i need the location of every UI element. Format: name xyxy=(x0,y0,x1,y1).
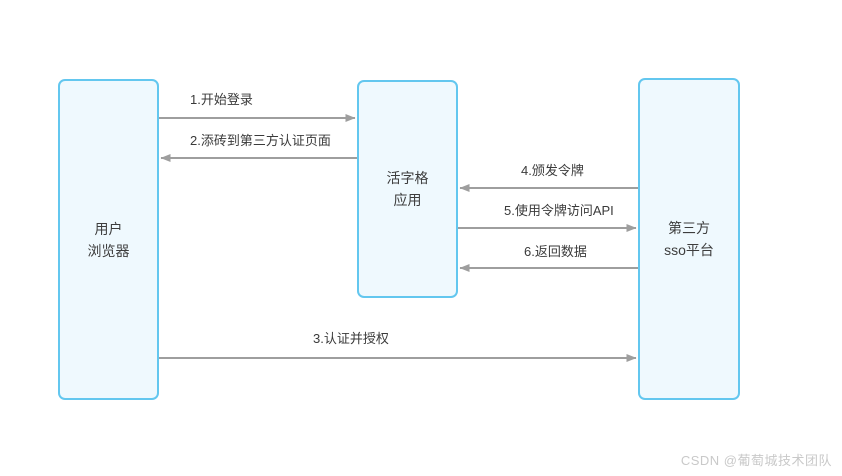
node-label-line: 第三方 xyxy=(667,220,710,236)
flow-label-5: 5.使用令牌访问API xyxy=(504,203,614,218)
flow-label-1: 1.开始登录 xyxy=(190,92,253,107)
node-label-line: 活字格 xyxy=(386,170,429,186)
node-user-browser: 用户 浏览器 xyxy=(58,79,159,400)
node-label-line: 应用 xyxy=(393,192,422,208)
node-app: 活字格 应用 xyxy=(357,80,458,298)
watermark: CSDN @葡萄城技术团队 xyxy=(680,453,832,468)
node-label-line: 用户 xyxy=(94,220,123,237)
node-sso-platform-label: 第三方 sso平台 xyxy=(664,217,714,261)
flow-label-3: 3.认证并授权 xyxy=(313,331,389,346)
node-sso-platform: 第三方 sso平台 xyxy=(638,78,740,400)
flow-label-2: 2.添砖到第三方认证页面 xyxy=(190,133,331,148)
node-label-line: sso平台 xyxy=(664,242,714,258)
node-user-browser-label: 用户 浏览器 xyxy=(88,218,130,262)
node-label-line: 浏览器 xyxy=(87,242,130,259)
flow-label-6: 6.返回数据 xyxy=(524,244,587,259)
node-app-label: 活字格 应用 xyxy=(387,167,429,211)
flow-label-4: 4.颁发令牌 xyxy=(521,163,584,178)
